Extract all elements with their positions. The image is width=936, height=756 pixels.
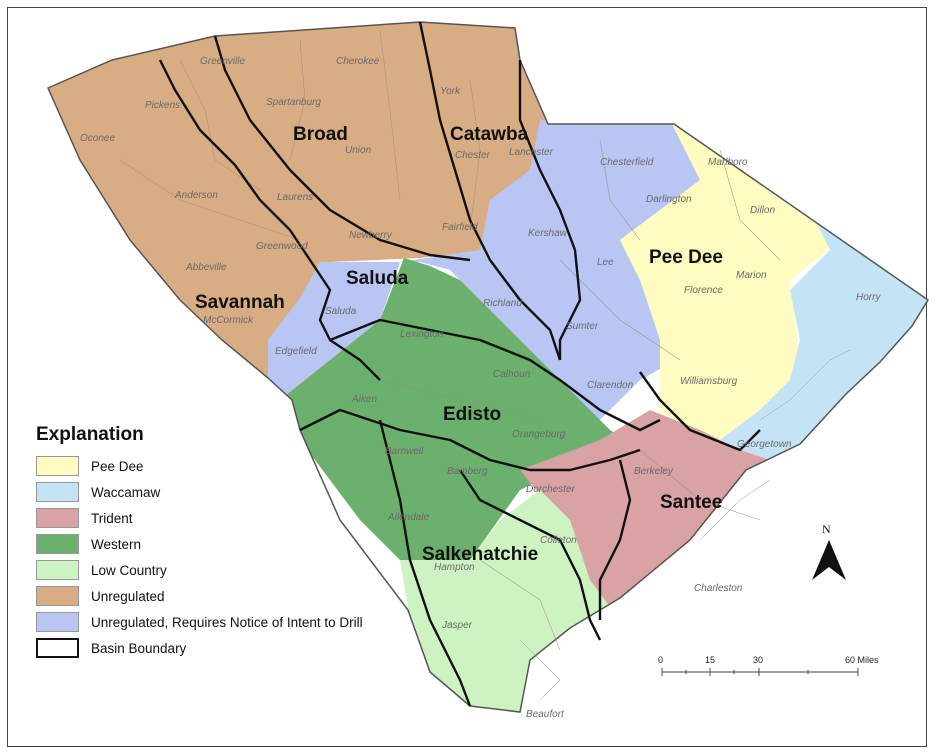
county-label: Spartanburg bbox=[266, 97, 321, 108]
legend-label: Low Country bbox=[91, 562, 167, 578]
legend-label: Basin Boundary bbox=[91, 640, 187, 656]
scale-label-60: 60 Miles bbox=[845, 655, 879, 665]
county-label: Marion bbox=[736, 270, 767, 281]
legend-item-unregulated-notice: Unregulated, Requires Notice of Intent t… bbox=[36, 609, 476, 635]
basin-label-savannah: Savannah bbox=[195, 292, 285, 313]
county-label: McCormick bbox=[203, 315, 254, 326]
county-label: Union bbox=[345, 145, 372, 156]
legend-label: Trident bbox=[91, 510, 133, 526]
county-label: Florence bbox=[684, 285, 723, 296]
county-label: Charleston bbox=[694, 583, 743, 594]
legend-swatch bbox=[36, 638, 79, 658]
county-label: Clarendon bbox=[587, 380, 634, 391]
county-label: Chester bbox=[455, 150, 491, 161]
legend-swatch bbox=[36, 482, 79, 502]
county-label: Williamsburg bbox=[680, 376, 738, 387]
county-label: Greenwood bbox=[256, 241, 308, 252]
north-label: N bbox=[822, 522, 831, 536]
legend-item-pee-dee: Pee Dee bbox=[36, 453, 476, 479]
county-label: Barnwell bbox=[385, 446, 424, 457]
county-label: Sumter bbox=[566, 321, 599, 332]
legend-swatch bbox=[36, 508, 79, 528]
county-label: Newberry bbox=[349, 230, 393, 241]
basin-label-catawba: Catawba bbox=[450, 124, 529, 145]
county-label: Fairfield bbox=[442, 222, 478, 233]
area-unregulated-notice-upper bbox=[268, 120, 700, 420]
legend-label: Pee Dee bbox=[91, 458, 144, 474]
basin-label-saluda: Saluda bbox=[346, 268, 409, 289]
county-label: Bamberg bbox=[447, 466, 488, 477]
basin-boundaries bbox=[158, 21, 761, 707]
coastal-marsh bbox=[519, 349, 851, 701]
basin-label-edisto: Edisto bbox=[443, 404, 501, 425]
county-label: Laurens bbox=[277, 192, 313, 203]
county-label: Beaufort bbox=[526, 709, 565, 720]
county-label: Lee bbox=[597, 257, 614, 268]
basin-label-santee: Santee bbox=[660, 492, 722, 513]
basin-label-pee-dee: Pee Dee bbox=[649, 247, 723, 268]
county-lines bbox=[119, 29, 781, 651]
legend-label: Unregulated, Requires Notice of Intent t… bbox=[91, 614, 363, 630]
legend-item-trident: Trident bbox=[36, 505, 476, 531]
legend-swatch bbox=[36, 456, 79, 476]
county-label: Richland bbox=[483, 298, 522, 309]
county-label: Saluda bbox=[325, 306, 357, 317]
county-label: Horry bbox=[856, 292, 881, 303]
county-label: Allendale bbox=[387, 512, 430, 523]
county-label: Orangeburg bbox=[512, 429, 566, 440]
legend: Explanation Pee Dee Waccamaw Trident Wes… bbox=[36, 424, 476, 661]
county-label: Kershaw bbox=[528, 228, 568, 239]
area-western bbox=[280, 258, 640, 580]
scale-label-15: 15 bbox=[705, 655, 715, 665]
county-label: Berkeley bbox=[634, 466, 674, 477]
basin-label-salkehatchie: Salkehatchie bbox=[422, 544, 538, 565]
county-label: Abbeville bbox=[185, 262, 227, 273]
county-labels: Greenville Cherokee York Pickens Spartan… bbox=[80, 56, 881, 720]
legend-swatch bbox=[36, 534, 79, 554]
basin-labels: Broad Catawba Savannah Saluda Pee Dee Ed… bbox=[195, 124, 723, 565]
county-label: Anderson bbox=[174, 190, 218, 201]
county-label: Oconee bbox=[80, 133, 115, 144]
area-trident bbox=[520, 410, 820, 620]
county-label: Lancaster bbox=[509, 147, 554, 158]
county-label: Edgefield bbox=[275, 346, 317, 357]
scale-label-0: 0 bbox=[658, 655, 663, 665]
legend-item-low-country: Low Country bbox=[36, 557, 476, 583]
county-label: Aiken bbox=[351, 394, 377, 405]
county-label: Dorchester bbox=[526, 484, 576, 495]
legend-label: Western bbox=[91, 536, 142, 552]
legend-swatch bbox=[36, 586, 79, 606]
county-label: Lexington bbox=[400, 329, 444, 340]
north-arrow-icon bbox=[812, 540, 846, 580]
scale-bar: 0 15 30 60 Miles bbox=[658, 655, 879, 676]
legend-swatch bbox=[36, 612, 79, 632]
legend-item-waccamaw: Waccamaw bbox=[36, 479, 476, 505]
legend-item-unregulated: Unregulated bbox=[36, 583, 476, 609]
legend-title: Explanation bbox=[36, 424, 144, 445]
county-label: Darlington bbox=[646, 194, 692, 205]
legend-label: Waccamaw bbox=[91, 484, 161, 500]
county-label: Dillon bbox=[750, 205, 775, 216]
legend-item-basin-boundary: Basin Boundary bbox=[36, 635, 476, 661]
legend-swatch bbox=[36, 560, 79, 580]
county-label: Greenville bbox=[200, 56, 245, 67]
county-label: Hampton bbox=[434, 562, 475, 573]
county-label: Pickens bbox=[145, 100, 180, 111]
county-label: Georgetown bbox=[737, 439, 792, 450]
county-label: Colleton bbox=[540, 535, 577, 546]
county-label: Jasper bbox=[441, 620, 473, 631]
county-label: York bbox=[440, 86, 461, 97]
basin-label-broad: Broad bbox=[293, 124, 348, 145]
county-label: Calhoun bbox=[493, 369, 531, 380]
scale-label-30: 30 bbox=[753, 655, 763, 665]
county-label: Marlboro bbox=[708, 157, 748, 168]
legend-item-western: Western bbox=[36, 531, 476, 557]
north-arrow: N bbox=[812, 522, 846, 580]
legend-label: Unregulated bbox=[91, 588, 165, 604]
county-label: Chesterfield bbox=[600, 157, 654, 168]
county-label: Cherokee bbox=[336, 56, 380, 67]
